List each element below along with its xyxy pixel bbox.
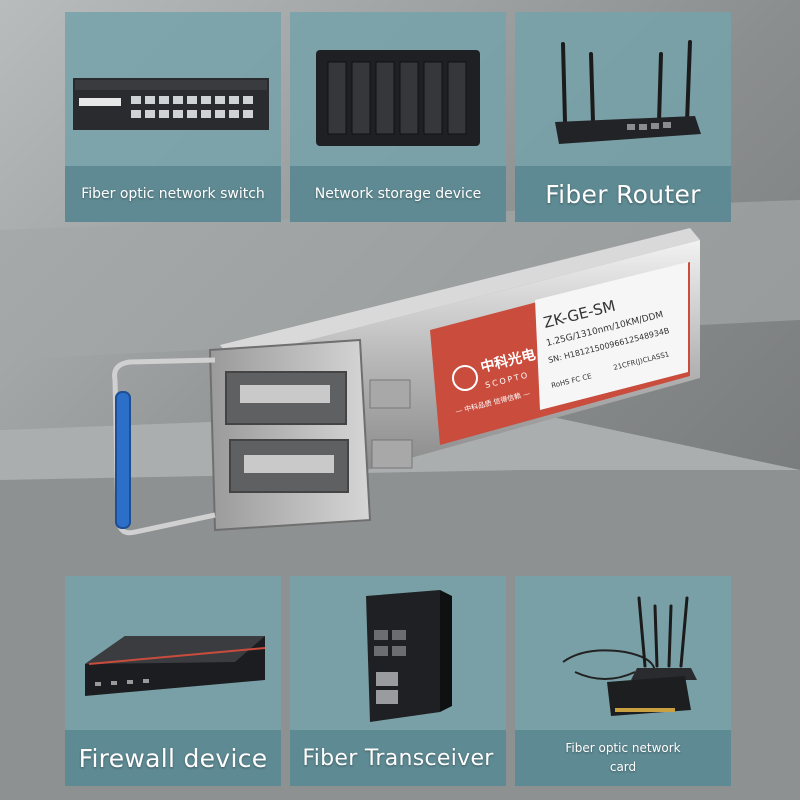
card-fiber-transceiver: Fiber Transceiver	[290, 576, 506, 786]
card-firewall: Firewall device	[65, 576, 281, 786]
card-label: Fiber optic network switch	[65, 166, 281, 222]
transceiver-icon	[366, 590, 452, 722]
card-label: Fiber Router	[515, 166, 731, 222]
card-network-switch: Fiber optic network switch	[65, 12, 281, 222]
brand-logo-icon	[452, 365, 478, 391]
bail-handle	[112, 357, 216, 536]
card-fiber-router: Fiber Router	[515, 12, 731, 222]
label-white-panel	[535, 262, 688, 410]
blue-pull-tab	[115, 391, 131, 529]
card-label: Fiber Transceiver	[290, 730, 506, 786]
card-label: Network storage device	[290, 166, 506, 222]
network-switch-icon	[73, 78, 269, 130]
card-network-card: Fiber optic network card	[515, 576, 731, 786]
network-card-icon	[562, 596, 697, 716]
nas-icon	[316, 50, 480, 146]
module-label: 中科光电 SCOPTO — 中科品质 信得信赖 — ZK-GE-SM 1.25G…	[430, 262, 690, 445]
card-label: Firewall device	[65, 730, 281, 786]
router-icon	[555, 40, 701, 144]
card-label: Fiber optic network card	[515, 730, 731, 786]
card-network-storage: Network storage device	[290, 12, 506, 222]
firewall-icon	[85, 636, 266, 696]
